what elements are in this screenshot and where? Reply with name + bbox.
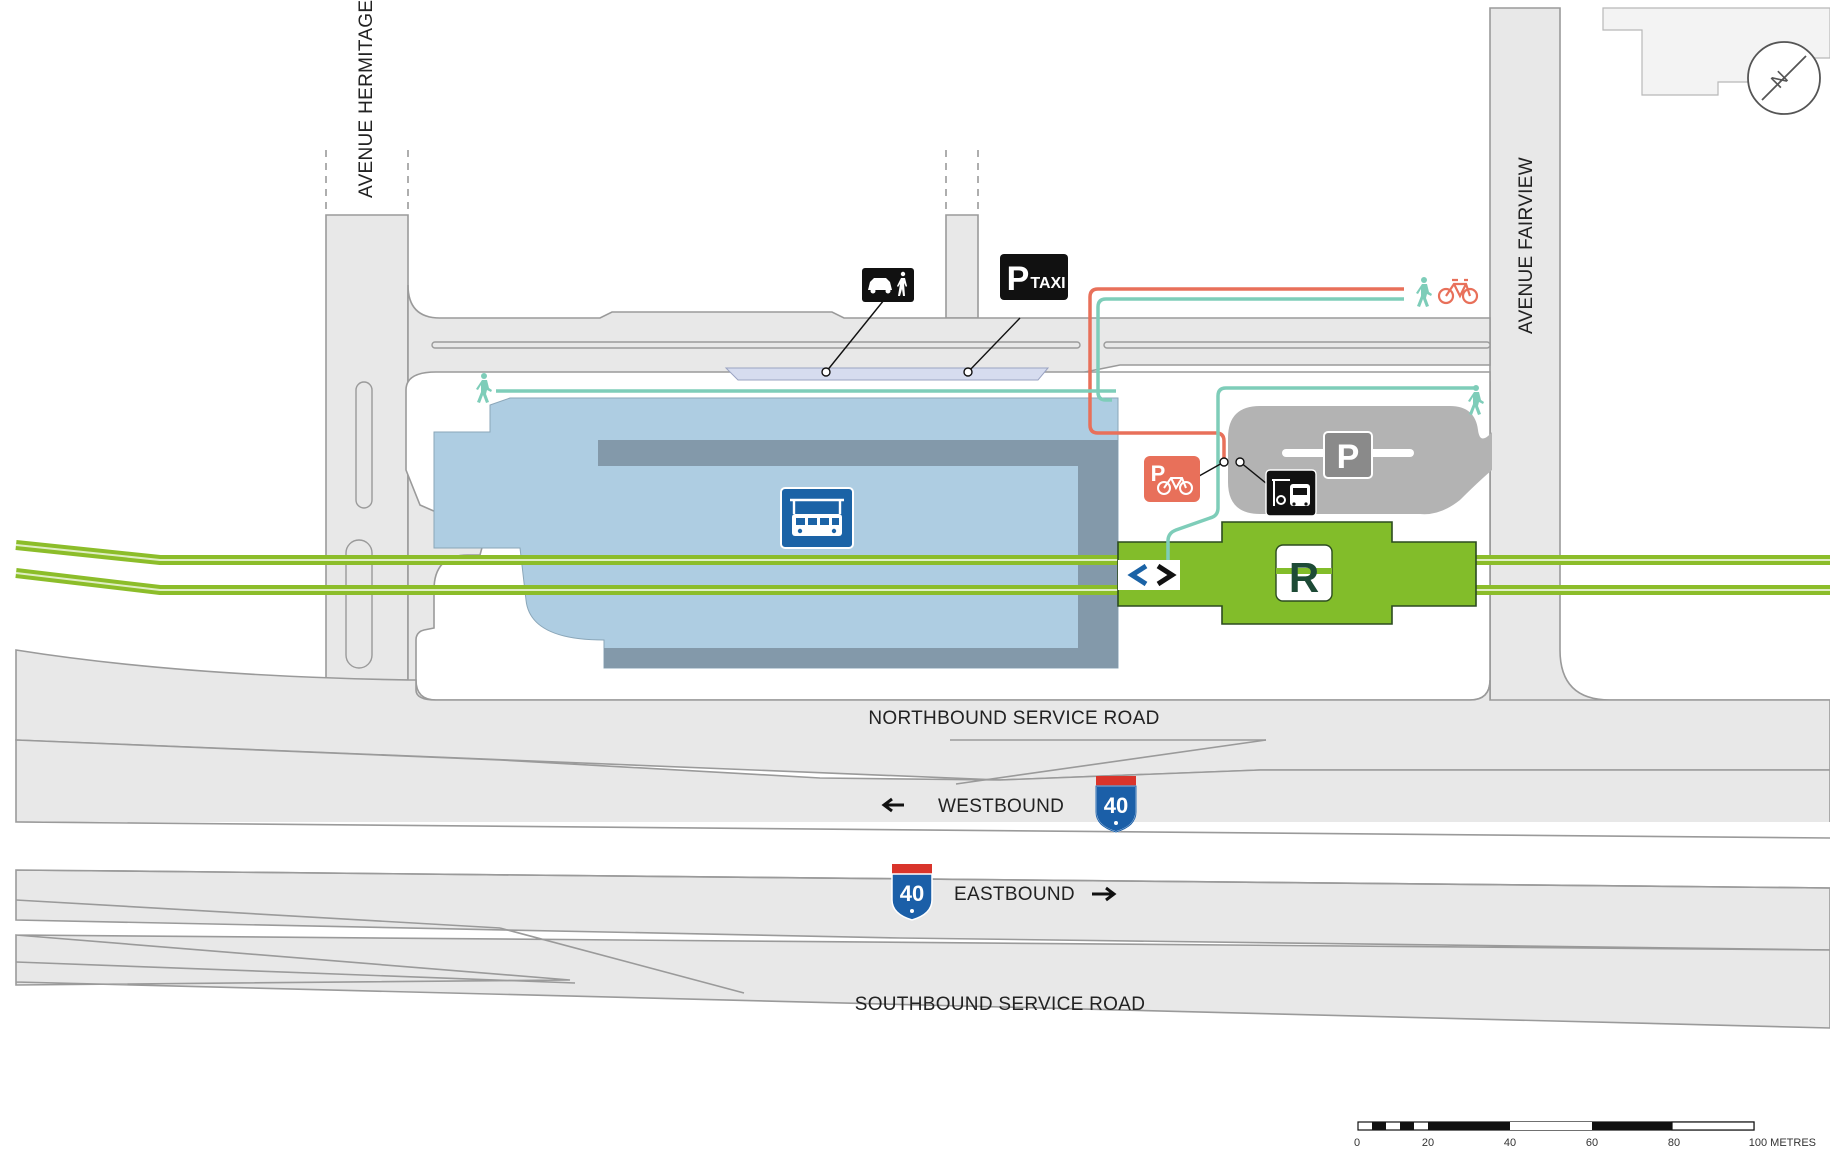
paratransit-sign bbox=[1235, 457, 1317, 517]
entrance-chevron-left-icon bbox=[1127, 563, 1148, 587]
scale-tick-20: 20 bbox=[1422, 1137, 1434, 1149]
walking-person-icon bbox=[897, 271, 907, 296]
scale-tick-0: 0 bbox=[1354, 1137, 1360, 1149]
bicycle-icon bbox=[1437, 278, 1479, 305]
avenue-fairview-road bbox=[1489, 7, 1830, 721]
pedestrian-icon bbox=[1416, 277, 1432, 307]
bus-station-sign bbox=[780, 487, 854, 549]
cycling-route bbox=[1088, 287, 1404, 465]
pedestrian-icon bbox=[1468, 385, 1484, 415]
station: R bbox=[1117, 521, 1477, 625]
connector-road bbox=[945, 214, 979, 319]
northbound-service-road bbox=[15, 649, 1830, 781]
pedestrian-icon bbox=[476, 373, 492, 403]
parking-sign: P bbox=[1323, 431, 1373, 479]
label-northbound-service-road: NORTHBOUND SERVICE ROAD bbox=[868, 708, 1159, 729]
southbound-service-road bbox=[15, 934, 1830, 1029]
accessible-shelter-icon bbox=[1272, 479, 1290, 506]
bus-shelter-top bbox=[598, 440, 1078, 466]
label-avenue-fairview: AVENUE FAIRVIEW bbox=[1516, 157, 1537, 334]
westbound-arrow-icon bbox=[881, 797, 904, 813]
bike-parking-sign: P bbox=[1144, 456, 1229, 502]
taxi-sign: P TAXI bbox=[963, 254, 1068, 377]
label-southbound-service-road: SOUTHBOUND SERVICE ROAD bbox=[855, 994, 1146, 1015]
highway-number: 40 bbox=[1104, 793, 1128, 818]
scale-tick-100: 100 METRES bbox=[1749, 1137, 1816, 1149]
scale-bar: 0 20 40 60 80 100 METRES bbox=[1354, 1121, 1816, 1149]
parking-letter: P bbox=[1337, 438, 1360, 476]
building-outline bbox=[1602, 7, 1830, 96]
taxi-label: TAXI bbox=[1030, 275, 1065, 292]
pedestrian-route-1 bbox=[1096, 297, 1404, 402]
station-letter: R bbox=[1289, 554, 1319, 601]
bus-shelter-side bbox=[1078, 440, 1118, 668]
drop-off-strip bbox=[724, 367, 1050, 381]
bus-terminal bbox=[433, 367, 1119, 669]
bus-shelter-bottom bbox=[604, 648, 1078, 668]
label-eastbound: EASTBOUND bbox=[954, 884, 1075, 905]
scale-tick-40: 40 bbox=[1504, 1137, 1516, 1149]
kiss-and-ride-sign bbox=[821, 268, 914, 377]
scale-tick-60: 60 bbox=[1586, 1137, 1598, 1149]
paratransit-bus-icon bbox=[1290, 484, 1310, 506]
label-westbound: WESTBOUND bbox=[938, 796, 1064, 817]
scale-tick-80: 80 bbox=[1668, 1137, 1680, 1149]
bike-parking-letter: P bbox=[1151, 461, 1166, 486]
pedestrian-route-3 bbox=[1166, 386, 1468, 560]
highway-40-shield-westbound: 40 bbox=[1095, 776, 1137, 833]
north-compass: N bbox=[1747, 41, 1821, 115]
routes bbox=[496, 287, 1474, 560]
taxi-parking-letter: P bbox=[1007, 260, 1030, 298]
eastbound-arrow-icon bbox=[1092, 886, 1117, 902]
highway-number: 40 bbox=[900, 881, 924, 906]
bike-parking-bicycle-icon bbox=[1157, 477, 1193, 495]
highway-40-shield-eastbound: 40 bbox=[891, 864, 933, 921]
car-icon bbox=[868, 278, 892, 294]
entrance-chevron-right-icon bbox=[1156, 563, 1177, 587]
label-avenue-hermitage: AVENUE HERMITAGE bbox=[356, 0, 377, 198]
